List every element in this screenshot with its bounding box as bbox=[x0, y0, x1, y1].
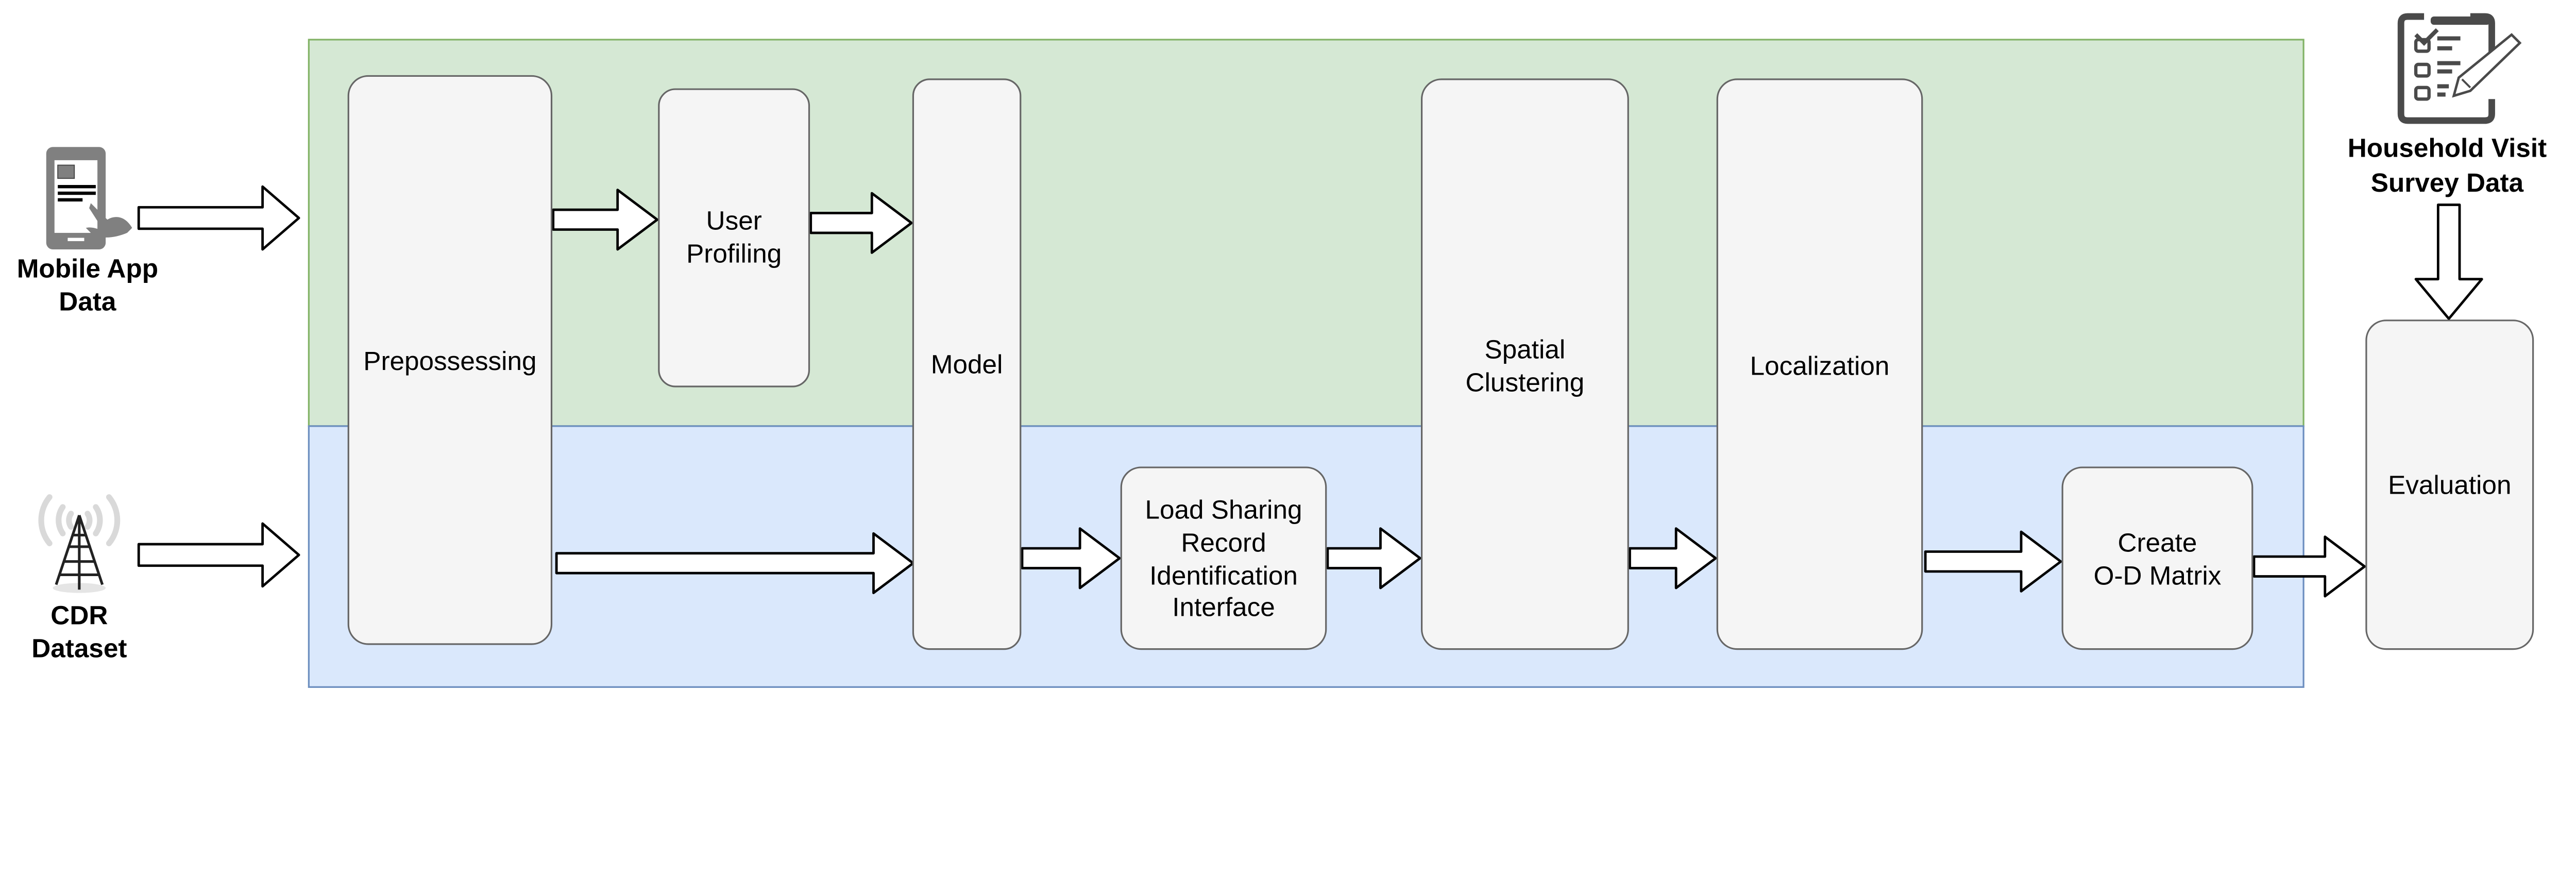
mobile-data-label-2: Data bbox=[59, 287, 116, 316]
arrow-load-sharing-to-spatial-clustering bbox=[1326, 527, 1421, 589]
spatial-clustering-box[interactable]: Spatial Clustering bbox=[1420, 78, 1629, 650]
clipboard-checklist-icon bbox=[2397, 13, 2522, 124]
mobile-phone-touch-icon bbox=[46, 147, 132, 249]
od-matrix-label-1: Create bbox=[2118, 528, 2197, 558]
model-box[interactable]: Model bbox=[912, 78, 1022, 650]
arrow-localization-to-od-matrix bbox=[1924, 530, 2062, 593]
load-sharing-box[interactable]: Load Sharing Record Identification Inter… bbox=[1120, 466, 1327, 650]
user-profiling-box[interactable]: User Profiling bbox=[658, 88, 810, 388]
survey-data-label-2: Survey Data bbox=[2371, 168, 2524, 197]
cdr-dataset-label-2: Dataset bbox=[31, 634, 127, 663]
od-matrix-label-2: O-D Matrix bbox=[2094, 561, 2222, 591]
load-sharing-label-1: Load Sharing bbox=[1145, 495, 1302, 524]
arrow-od-matrix-to-evaluation bbox=[2252, 535, 2366, 598]
evaluation-box[interactable]: Evaluation bbox=[2365, 319, 2534, 650]
mobile-data-panel bbox=[308, 39, 2304, 427]
arrow-spatial-clustering-to-localization bbox=[1629, 527, 1717, 589]
arrow-mobile-to-panel bbox=[137, 185, 300, 251]
cell-tower-icon bbox=[38, 494, 121, 593]
evaluation-label: Evaluation bbox=[2388, 470, 2511, 499]
spatial-clustering-label-1: Spatial bbox=[1485, 335, 1566, 364]
od-matrix-box[interactable]: Create O-D Matrix bbox=[2061, 466, 2253, 650]
arrow-prepossessing-to-user-profiling bbox=[552, 189, 659, 251]
user-profiling-label-1: User bbox=[706, 206, 762, 235]
load-sharing-label-2: Record bbox=[1181, 528, 1266, 558]
load-sharing-label-4: Interface bbox=[1172, 593, 1275, 622]
arrows-layer bbox=[137, 185, 2483, 598]
user-profiling-label-2: Profiling bbox=[686, 239, 782, 268]
survey-data-label-1: Household Visit bbox=[2348, 133, 2547, 162]
mobile-data-label-1: Mobile App bbox=[17, 254, 158, 283]
prepossessing-label: Prepossessing bbox=[363, 346, 536, 376]
cdr-dataset-label-1: CDR bbox=[50, 601, 108, 630]
arrow-cdr-to-panel bbox=[137, 522, 300, 588]
spatial-clustering-label-2: Clustering bbox=[1466, 368, 1585, 397]
arrow-survey-to-evaluation bbox=[2414, 204, 2483, 320]
localization-label: Localization bbox=[1750, 351, 1890, 381]
model-label: Model bbox=[931, 349, 1003, 379]
load-sharing-label-3: Identification bbox=[1149, 561, 1298, 591]
diagram-canvas: Prepossessing User Profiling Model Load … bbox=[17, 13, 2547, 688]
arrow-user-profiling-to-model bbox=[809, 192, 913, 254]
localization-box[interactable]: Localization bbox=[1716, 78, 1923, 650]
arrow-model-to-load-sharing bbox=[1021, 527, 1121, 589]
arrow-prepossessing-to-model bbox=[555, 532, 914, 595]
prepossessing-box[interactable]: Prepossessing bbox=[347, 75, 553, 645]
